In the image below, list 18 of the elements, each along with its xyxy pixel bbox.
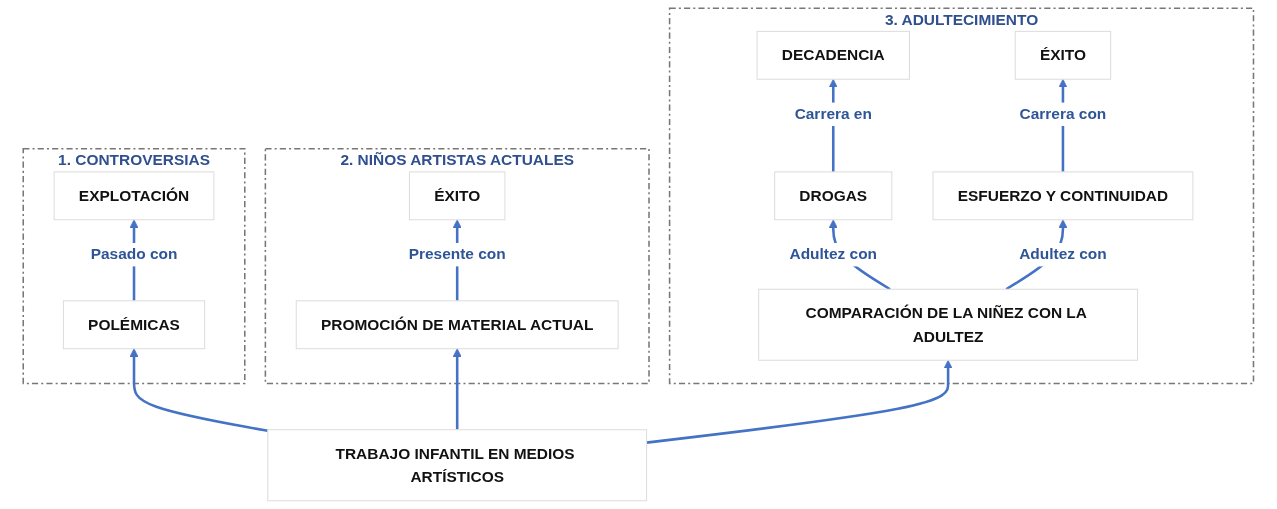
edge-label: Carrera en	[794, 104, 872, 122]
node-box: COMPARACIÓN DE LA NIÑEZ CON LA ADULTEZ	[758, 288, 1139, 361]
edge-label: Adultez con	[1019, 244, 1107, 263]
edge-label: Adultez con	[789, 244, 878, 263]
node-box: ÉXITO	[1014, 30, 1112, 80]
node-box: POLÉMICAS	[63, 300, 206, 350]
arrow	[452, 348, 462, 430]
node-box: DECADENCIA	[756, 30, 911, 80]
node-box: DROGAS	[774, 171, 893, 221]
node-box: ESFUERZO Y CONTINUIDAD	[932, 171, 1194, 221]
edge-label: Presente con	[408, 244, 506, 263]
arrow	[646, 359, 953, 444]
edge-label: Carrera con	[1019, 104, 1107, 122]
node-box: ÉXITO	[409, 171, 506, 221]
node-box: EXPLOTACIÓN	[53, 171, 215, 221]
edge-label: Pasado con	[90, 244, 178, 263]
node-box: TRABAJO INFANTIL EN MEDIOS ARTÍSTICOS	[267, 429, 648, 502]
node-box: PROMOCIÓN DE MATERIAL ACTUAL	[295, 300, 619, 350]
